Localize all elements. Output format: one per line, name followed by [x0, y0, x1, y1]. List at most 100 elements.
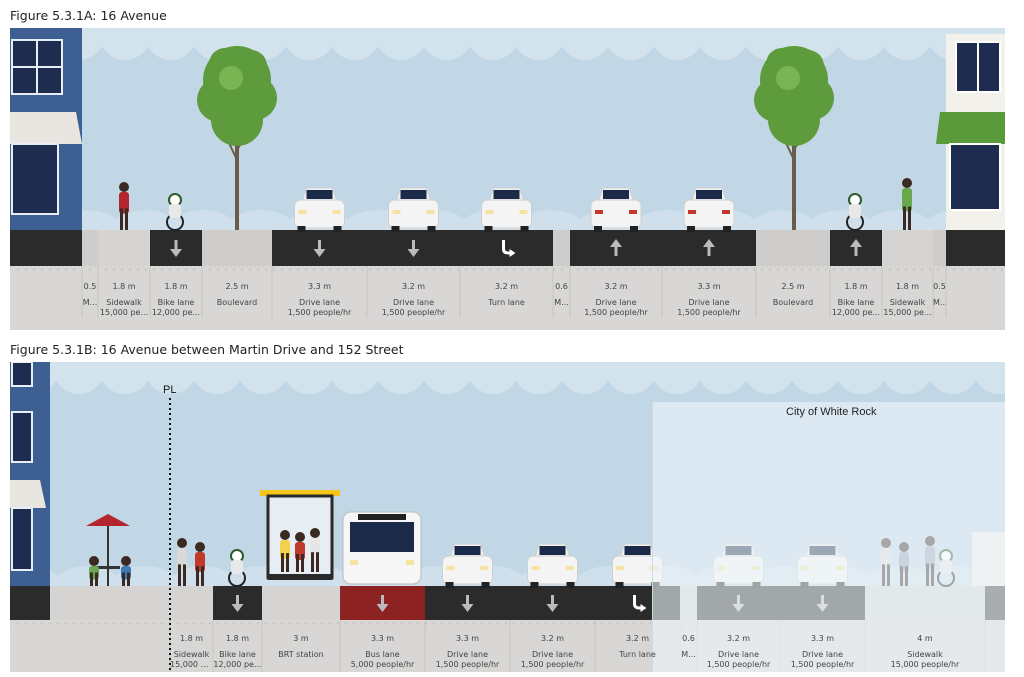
- person-head: [177, 538, 187, 548]
- building-window: [11, 507, 33, 571]
- cloud: [605, 28, 657, 60]
- person-leg: [183, 564, 186, 586]
- arrow-shaft: [854, 246, 858, 256]
- cyclist-body: [169, 204, 181, 218]
- cloud: [421, 28, 473, 60]
- car-light: [446, 566, 455, 570]
- segment-surface: [756, 230, 830, 266]
- lane-arrow: [376, 595, 389, 612]
- car-light: [531, 566, 540, 570]
- segment-width: 0.5: [933, 282, 946, 291]
- person-head: [119, 182, 129, 192]
- segment-name: BRT station: [278, 650, 324, 659]
- car-wheel: [566, 582, 575, 588]
- lane-arrow: [502, 240, 516, 257]
- car-light: [629, 210, 637, 214]
- car-window: [696, 190, 722, 199]
- car: [481, 187, 532, 232]
- clouds: [10, 28, 1005, 60]
- arrow-shaft: [614, 246, 618, 256]
- pedestrian: [310, 528, 320, 572]
- pedestrian: [177, 538, 187, 586]
- turn-arrow-head: [640, 604, 647, 612]
- cloud: [513, 28, 565, 60]
- car-light: [392, 210, 401, 214]
- building-window: [11, 362, 33, 387]
- cloud: [467, 362, 519, 394]
- pedestrian: [121, 556, 131, 586]
- arrow-head: [546, 604, 559, 612]
- figure-a-title: Figure 5.3.1A: 16 Avenue: [10, 8, 167, 23]
- white-rock-region-overlay: [652, 402, 1005, 672]
- lane-arrow: [407, 240, 420, 257]
- lane-arrow: [610, 239, 622, 256]
- segment-capacity: 1,500 people/hr: [584, 308, 648, 317]
- car-window: [539, 546, 566, 555]
- segment-capacity: 12,000 pe...: [213, 660, 262, 669]
- cyclist-body: [231, 560, 243, 574]
- patio-table: [86, 514, 130, 586]
- segment-capacity: 1,500 people/hr: [435, 660, 500, 669]
- cloud: [651, 28, 703, 60]
- car-window: [454, 546, 481, 555]
- segment-capacity: 15,000 pe...: [99, 308, 149, 317]
- arrow-head: [703, 239, 715, 247]
- segment-surface: [98, 230, 150, 266]
- person-leg: [311, 552, 314, 572]
- car-wheel: [723, 226, 731, 232]
- segment-name: Bike lane: [219, 650, 256, 659]
- tree-foliage: [235, 50, 267, 82]
- car-wheel: [391, 226, 400, 232]
- arrow-head: [170, 249, 182, 257]
- tree-trunk: [235, 110, 239, 230]
- segment-width: 2.5 m: [225, 282, 249, 291]
- segment-surface: [553, 230, 570, 266]
- person-leg: [196, 566, 199, 586]
- building-awning: [936, 112, 1005, 144]
- lane-arrow: [633, 595, 647, 612]
- car-wheel: [297, 226, 306, 232]
- person-head: [280, 530, 290, 540]
- pedestrian: [295, 532, 305, 572]
- car-light: [688, 210, 696, 214]
- segment-name: Turn lane: [619, 650, 656, 659]
- car-wheel: [445, 582, 454, 588]
- car-wheel: [333, 226, 342, 232]
- segment-width: 3.3 m: [697, 282, 721, 291]
- building-awning: [10, 480, 46, 508]
- table-top: [96, 566, 120, 569]
- left-building: [10, 28, 82, 230]
- person-leg: [908, 206, 911, 230]
- segment-name: Drive lane: [447, 650, 488, 659]
- cloud: [605, 362, 657, 394]
- car-window: [306, 190, 333, 199]
- segment-name: Drive lane: [595, 298, 637, 307]
- car-window: [400, 190, 427, 199]
- car: [683, 187, 735, 232]
- cloud: [697, 28, 749, 60]
- segment-width: 3 m: [293, 634, 309, 643]
- person-head: [89, 556, 99, 566]
- cloud: [421, 362, 473, 394]
- cloud: [375, 28, 427, 60]
- segment-surface: [82, 230, 98, 266]
- car-wheel: [427, 226, 436, 232]
- car-light: [426, 210, 435, 214]
- person-head: [310, 528, 320, 538]
- cloud: [283, 362, 335, 394]
- car-window: [603, 190, 629, 199]
- car-light: [485, 210, 494, 214]
- segment-name: Sidewalk: [907, 650, 943, 659]
- arrow-shaft: [707, 246, 711, 256]
- segment-width: 3.2 m: [540, 634, 565, 643]
- cloud: [237, 362, 289, 394]
- segment-capacity: 1,500 people/hr: [520, 660, 585, 669]
- person-leg: [281, 553, 284, 572]
- building-awning: [10, 112, 82, 144]
